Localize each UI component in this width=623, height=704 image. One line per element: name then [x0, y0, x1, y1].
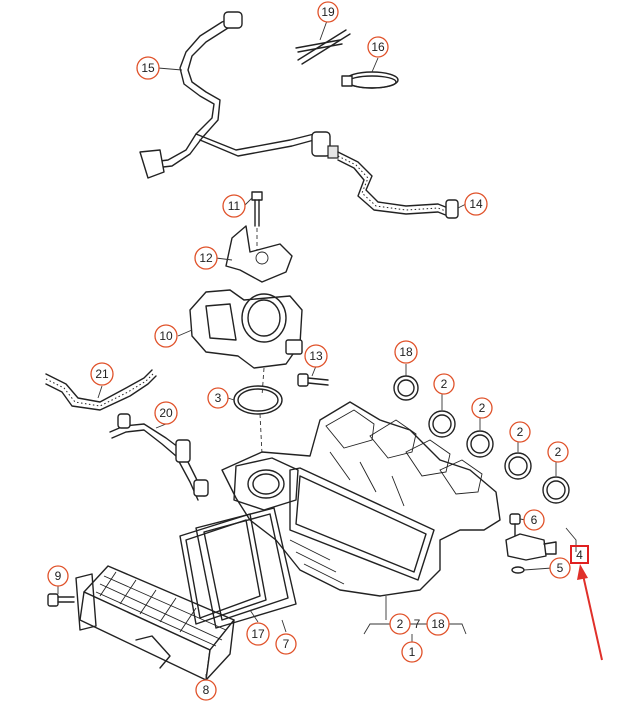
svg-text:14: 14: [469, 197, 483, 211]
part-13-bolt: [297, 373, 329, 387]
part-19-cable-ties: [295, 29, 351, 65]
svg-text:17: 17: [251, 627, 265, 641]
callout-2-d: 2: [547, 441, 569, 463]
svg-text:13: 13: [309, 349, 323, 363]
callout-13: 13: [304, 344, 328, 368]
red-arrow-icon: [577, 564, 603, 661]
callout-11: 11: [222, 194, 246, 218]
seal-rings: [393, 364, 570, 504]
part-1-intake-manifold: [221, 401, 501, 620]
callout-3: 3: [207, 387, 229, 409]
part-4-sensor: [505, 527, 577, 574]
svg-text:20: 20: [159, 406, 173, 420]
label-4: 4: [576, 548, 583, 562]
svg-text:6: 6: [531, 513, 538, 527]
part-9-bolt: [47, 586, 75, 607]
callout-7: 7: [275, 633, 297, 655]
svg-text:2: 2: [441, 377, 448, 391]
callout-18: 18: [394, 340, 418, 364]
part-6-screw: [509, 513, 521, 537]
callout-14: 14: [464, 192, 488, 216]
callout-9: 9: [47, 565, 69, 587]
part-16-hose-clamp: [341, 71, 399, 89]
callout-18-b: 18: [426, 612, 450, 636]
part-20-pipe: [109, 413, 209, 501]
svg-text:18: 18: [431, 617, 445, 631]
ring-2-d: [542, 462, 570, 504]
callout-12: 12: [194, 246, 218, 270]
svg-text:9: 9: [55, 569, 62, 583]
svg-text:1: 1: [409, 645, 416, 659]
callouts: 19 16 15 14 11 12 10 13 18 21 3 2 2 2 2 …: [47, 1, 571, 701]
svg-text:7: 7: [283, 637, 290, 651]
part-8-intercooler: [75, 565, 235, 682]
part-3-gasket: [233, 385, 283, 455]
callout-5: 5: [549, 557, 571, 579]
part-11-bolt: [251, 191, 263, 250]
ring-2-a: [428, 394, 456, 438]
svg-text:16: 16: [371, 40, 385, 54]
svg-text:10: 10: [159, 329, 173, 343]
ring-2-c: [504, 442, 532, 480]
part-7-gasket: [195, 507, 297, 629]
ring-18: [393, 364, 419, 401]
part-12-bracket: [225, 225, 293, 283]
highlighted-part-4: 4: [570, 545, 589, 564]
label-1-bracket: [363, 623, 467, 642]
svg-text:8: 8: [203, 683, 210, 697]
callout-10: 10: [154, 324, 178, 348]
callout-2-e: 2: [389, 613, 411, 635]
part-21-hose: [45, 369, 157, 411]
svg-text:19: 19: [321, 5, 335, 19]
part-15-pipe: [139, 11, 339, 179]
callout-2-b: 2: [471, 397, 493, 419]
svg-text:2: 2: [517, 425, 524, 439]
callout-2-c: 2: [509, 421, 531, 443]
callout-16: 16: [367, 36, 389, 58]
highlight-box: [570, 545, 589, 564]
svg-text:5: 5: [557, 561, 564, 575]
ring-2-b: [466, 418, 494, 458]
svg-text:2: 2: [397, 617, 404, 631]
callout-1: 1: [401, 641, 423, 663]
svg-text:11: 11: [228, 199, 241, 213]
callout-8: 8: [195, 679, 217, 701]
callout-20: 20: [154, 401, 178, 425]
callout-2-a: 2: [433, 373, 455, 395]
callout-15: 15: [136, 56, 160, 80]
svg-text:21: 21: [95, 367, 109, 381]
svg-text:3: 3: [215, 391, 222, 405]
callout-21: 21: [90, 362, 114, 386]
svg-text:2: 2: [479, 401, 486, 415]
svg-text:18: 18: [399, 345, 413, 359]
svg-text:2: 2: [555, 445, 562, 459]
svg-text:15: 15: [141, 61, 155, 75]
part-10-throttle-body: [189, 289, 303, 397]
part-17-gasket: [179, 513, 267, 625]
svg-text:12: 12: [199, 251, 213, 265]
callout-19: 19: [317, 1, 339, 23]
label-7-inline: 7: [414, 617, 421, 631]
callout-6: 6: [523, 509, 545, 531]
part-14-braided-hose: [337, 151, 459, 219]
callout-17: 17: [246, 622, 270, 646]
